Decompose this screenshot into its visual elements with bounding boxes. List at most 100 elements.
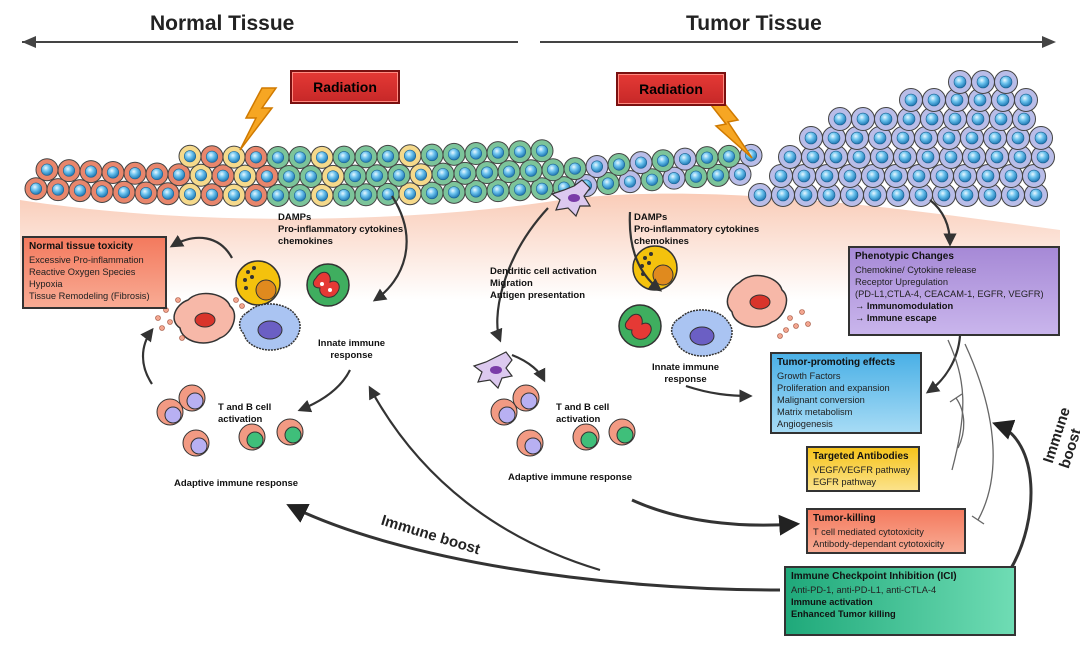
toxicity-item: Hypoxia	[29, 279, 63, 289]
cell-nucleus	[227, 151, 241, 164]
normal-tissue-arrow	[22, 36, 518, 48]
cell-nucleus	[480, 166, 494, 179]
cell-nucleus	[62, 164, 76, 177]
killing-item: T cell mediated cytotoxicity	[813, 527, 924, 537]
cell-nucleus	[227, 189, 241, 202]
cell-nucleus	[106, 166, 120, 179]
cell-nucleus	[392, 169, 406, 182]
dendritic-cell-top-nucleus	[568, 194, 580, 202]
cell-nucleus	[873, 131, 887, 145]
arrow-adaptive-to-toxicity	[140, 327, 154, 385]
cell-nucleus	[447, 148, 461, 161]
ici-bold-item: Enhanced Tumor killing	[791, 609, 896, 619]
cell-nucleus	[271, 151, 285, 164]
cell-nucleus	[902, 112, 916, 126]
arrow-ici-boost-right	[992, 419, 1033, 571]
adaptive-left-label: Adaptive immune response	[174, 478, 299, 489]
cell-nucleus	[183, 150, 197, 163]
cell-nucleus	[891, 188, 905, 202]
cell-nucleus	[700, 151, 714, 164]
cell-nucleus	[205, 150, 219, 163]
cell-nucleus	[753, 188, 767, 202]
ici-box: Immune Checkpoint Inhibition (ICI) Anti-…	[784, 566, 1016, 636]
cell-nucleus	[205, 188, 219, 201]
cell-nucleus	[1006, 188, 1020, 202]
cell-nucleus	[958, 169, 972, 183]
cell-nucleus	[447, 186, 461, 199]
arrow-ici-to-tb-left	[368, 385, 601, 572]
debris-dots-right	[777, 309, 811, 339]
normal-tissue-toxicity-box: Normal tissue toxicity Excessive Pro-inf…	[22, 236, 167, 309]
cell-nucleus	[852, 150, 866, 164]
tumor-tissue-title: Tumor Tissue	[686, 12, 822, 35]
cell-nucleus	[271, 189, 285, 202]
tissue-band	[20, 193, 1060, 300]
cell-nucleus	[667, 172, 681, 185]
cell-nucleus	[381, 188, 395, 201]
arrow-adaptive-to-killing	[631, 498, 801, 536]
cell-nucleus	[623, 175, 637, 188]
cell-nucleus	[458, 167, 472, 180]
promoting-item: Angiogenesis	[777, 419, 833, 429]
cell-nucleus	[937, 188, 951, 202]
cell-nucleus	[238, 170, 252, 183]
promoting-item: Proliferation and expansion	[777, 383, 890, 393]
cell-nucleus	[776, 188, 790, 202]
killing-item: Antibody-dependant cytotoxicity	[813, 539, 945, 549]
cell-nucleus	[513, 183, 527, 196]
mast-cell-left	[235, 260, 281, 306]
cell-nucleus	[293, 189, 307, 202]
cell-nucleus	[960, 188, 974, 202]
cell-nucleus	[436, 168, 450, 181]
cell-nucleus	[128, 167, 142, 180]
cell-nucleus	[856, 112, 870, 126]
cell-nucleus	[973, 93, 987, 107]
lymphocytes-right	[490, 384, 636, 457]
cell-nucleus	[722, 150, 736, 163]
cell-nucleus	[942, 131, 956, 145]
cell-nucleus	[634, 156, 648, 169]
cell-nucleus	[820, 169, 834, 183]
cell-nucleus	[535, 182, 549, 195]
cell-nucleus	[425, 187, 439, 200]
cell-nucleus	[927, 93, 941, 107]
cell-nucleus	[645, 173, 659, 186]
cell-nucleus	[833, 112, 847, 126]
cell-nucleus	[797, 169, 811, 183]
cell-nucleus	[590, 160, 604, 173]
cell-nucleus	[216, 169, 230, 182]
cell-nucleus	[612, 158, 626, 171]
neutrophil-left	[306, 263, 350, 307]
cell-nucleus	[866, 169, 880, 183]
cell-nucleus	[774, 169, 788, 183]
cell-nucleus	[425, 149, 439, 162]
cell-nucleus	[546, 163, 560, 176]
cell-nucleus	[249, 189, 263, 202]
cell-nucleus	[733, 168, 747, 181]
cell-nucleus	[919, 131, 933, 145]
cell-nucleus	[1013, 150, 1027, 164]
cell-nucleus	[326, 170, 340, 183]
cell-nucleus	[889, 169, 903, 183]
cell-nucleus	[469, 185, 483, 198]
cell-nucleus	[469, 147, 483, 160]
antibodies-item: VEGF/VEGFR pathway	[813, 465, 911, 475]
cell-nucleus	[868, 188, 882, 202]
arrow-innate-to-tb-left	[297, 369, 351, 413]
ici-item: Anti-PD-1, anti-PD-L1, anti-CTLA-4	[791, 585, 937, 595]
lightning-left-icon	[239, 87, 278, 151]
cell-nucleus	[194, 169, 208, 182]
cell-nucleus	[875, 150, 889, 164]
cell-nucleus	[337, 151, 351, 164]
tumor-promoting-box: Tumor-promoting effects Growth Factors P…	[770, 352, 922, 434]
cell-nucleus	[282, 170, 296, 183]
cell-nucleus	[944, 150, 958, 164]
cell-nucleus	[249, 151, 263, 164]
cell-nucleus	[904, 93, 918, 107]
cell-nucleus	[965, 131, 979, 145]
phenotypic-title: Phenotypic Changes	[855, 251, 954, 262]
promoting-item: Matrix metabolism	[777, 407, 853, 417]
